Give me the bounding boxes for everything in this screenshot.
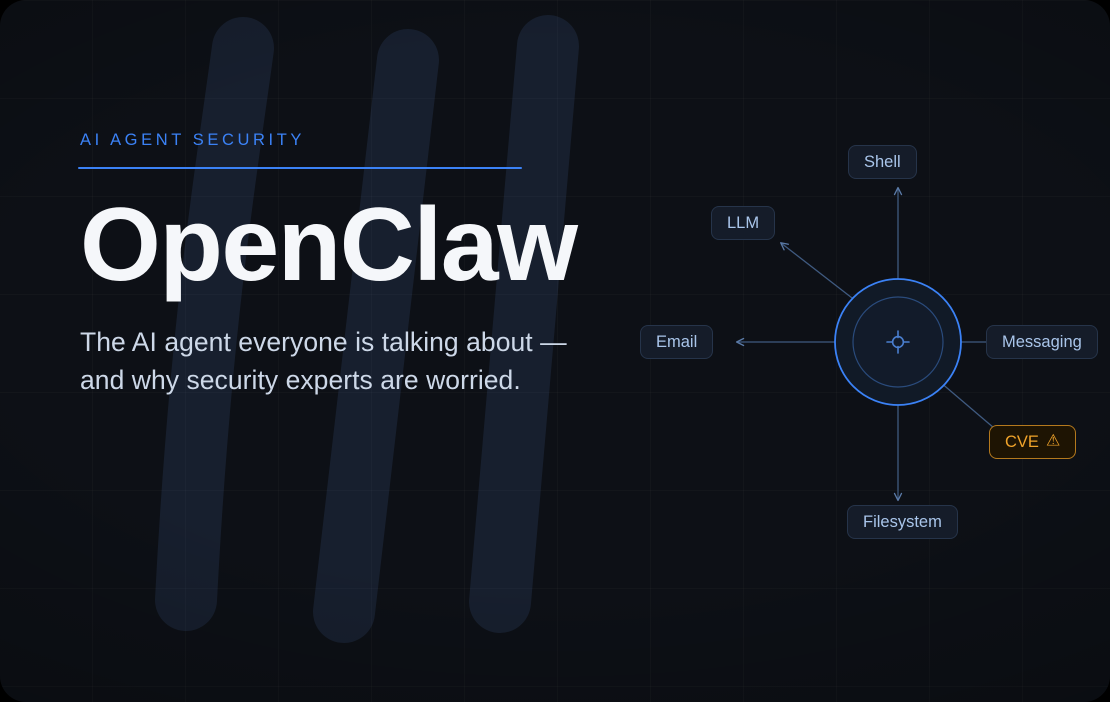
crosshair-target-icon (886, 330, 910, 354)
diagram-node-messaging-label: Messaging (1002, 332, 1082, 351)
hero-subtitle-line-1: The AI agent everyone is talking about — (80, 326, 567, 357)
diagram-node-cve[interactable]: CVE ⚠ (989, 425, 1077, 459)
diagram-node-filesystem[interactable]: Filesystem (847, 505, 958, 539)
diagram-node-cve-label: CVE (1005, 432, 1039, 451)
diagram-node-llm[interactable]: LLM (711, 206, 776, 240)
diagram-node-messaging[interactable]: Messaging (986, 325, 1098, 359)
hero-subtitle: The AI agent everyone is talking about —… (80, 323, 698, 401)
warning-triangle-icon: ⚠ (1045, 432, 1061, 450)
diagram-node-filesystem-label: Filesystem (863, 512, 942, 531)
page-title: OpenClaw (80, 186, 578, 303)
hero-content: AI AGENT SECURITY OpenClaw The AI agent … (78, 132, 698, 400)
agent-surface-diagram: Shell LLM Email Messaging CVE ⚠ Filesyst… (600, 110, 1110, 580)
eyebrow-label: AI AGENT SECURITY (80, 131, 306, 149)
wire-center-to-llm (780, 242, 866, 309)
diagram-node-shell-label: Shell (864, 152, 901, 171)
center-inner-ring (852, 296, 944, 388)
diagram-node-llm-label: LLM (727, 213, 760, 232)
hero-subtitle-line-2: and why security experts are worried. (80, 365, 521, 396)
diagram-node-email-label: Email (656, 332, 698, 351)
diagram-node-shell[interactable]: Shell (848, 145, 917, 179)
diagram-node-email[interactable]: Email (640, 325, 714, 359)
eyebrow-rule (78, 166, 522, 169)
